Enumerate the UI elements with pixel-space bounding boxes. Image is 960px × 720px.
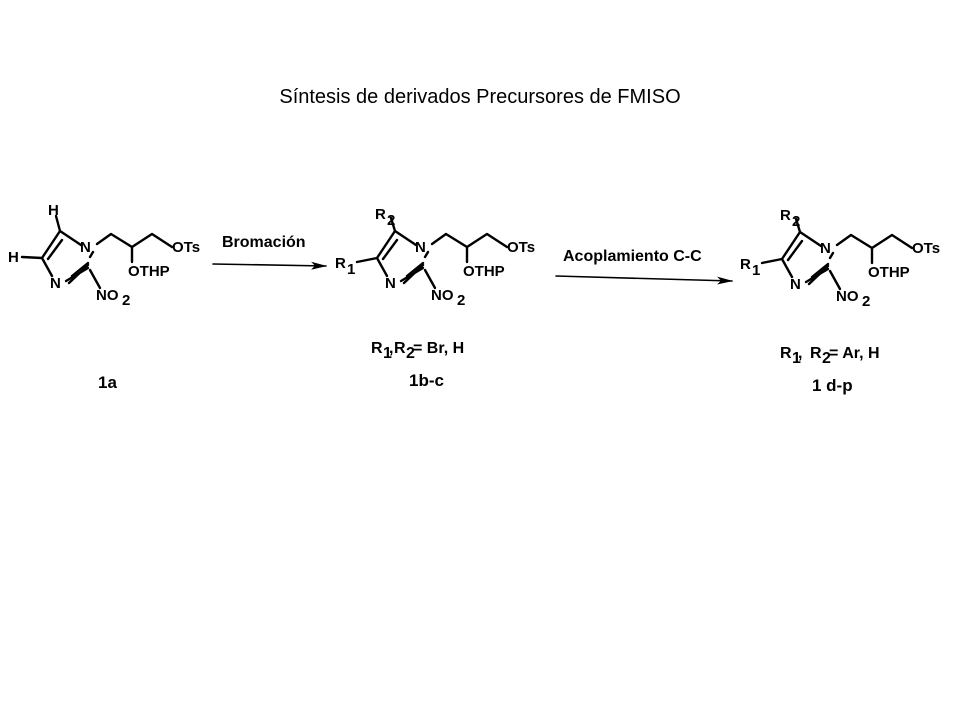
ring-double-bonds [381, 238, 425, 278]
ring-c2-n3 [64, 266, 90, 283]
substituent-def-sep: , [389, 340, 393, 357]
group-othp: OTHP [463, 263, 505, 280]
side-chain [835, 233, 914, 250]
ring-bonds [40, 229, 95, 285]
arrow-label-acoplamiento: Acoplamiento C-C [563, 248, 702, 265]
ring-bonds [375, 229, 430, 285]
atom-n1: N [820, 240, 831, 257]
atom-n1: N [80, 239, 91, 256]
group-no2-subscript: 2 [457, 292, 465, 309]
scheme-title: Síntesis de derivados Precursores de FMI… [279, 86, 681, 108]
substituent-r1: R [335, 255, 346, 272]
group-no2: NO [431, 287, 454, 304]
atom-n3: N [790, 276, 801, 293]
substituent-def-r2: R [394, 340, 406, 357]
substituent-r2-subscript: 2 [387, 212, 395, 229]
atom-n1: N [415, 239, 426, 256]
no2-bond [423, 268, 437, 290]
ring-c2-n3 [804, 267, 830, 284]
substituent-r1-subscript: 1 [752, 262, 760, 279]
reaction-arrow-2 [555, 275, 733, 285]
substituent-def-values: = Ar, H [829, 345, 880, 362]
group-ots: OTs [912, 240, 940, 257]
ring-c2-n3 [399, 266, 425, 283]
side-chain [95, 232, 174, 249]
substituent-r2: R [375, 206, 386, 223]
r-bonds [355, 216, 397, 264]
molecule-1b-c: N N R 2 R 1 OTs OTHP NO 2 R 1 , R 2 = Br… [335, 206, 535, 390]
ring-double-bonds [786, 239, 830, 279]
reaction-arrow-1 [212, 261, 327, 270]
molecule-1a: N N H H OTs OTHP NO 2 1a [8, 202, 200, 392]
substituent-def-r2-sub: 2 [406, 345, 415, 362]
compound-label-1b-c: 1b-c [409, 371, 444, 390]
substituent-def-sep: , [798, 345, 807, 362]
substituent-def-r1-sub: 1 [383, 345, 392, 362]
substituent-r1-subscript: 1 [347, 261, 355, 278]
group-no2-subscript: 2 [122, 292, 130, 309]
substituent-r2: R [780, 207, 791, 224]
compound-label-1d-p: 1 d-p [812, 376, 853, 395]
substituent-r2-subscript: 2 [792, 213, 800, 230]
no2-bond [88, 268, 102, 290]
group-ots: OTs [172, 239, 200, 256]
group-no2-subscript: 2 [862, 293, 870, 310]
group-no2: NO [836, 288, 859, 305]
atom-h5: H [48, 202, 59, 219]
substituent-def-r2-sub: 2 [822, 350, 831, 367]
group-othp: OTHP [868, 264, 910, 281]
molecule-1d-p: N N R 2 R 1 OTs OTHP NO 2 R 1 , R 2 = Ar… [740, 207, 940, 395]
group-othp: OTHP [128, 263, 170, 280]
r-bonds [760, 217, 802, 265]
atom-n3: N [385, 275, 396, 292]
group-ots: OTs [507, 239, 535, 256]
arrow-label-bromacion: Bromación [222, 234, 306, 251]
substituent-def-r1: R [371, 340, 383, 357]
substituent-def-r1: R [780, 345, 792, 362]
no2-bond [828, 269, 842, 291]
h-bond [20, 214, 62, 260]
substituent-def-r2: R [810, 345, 822, 362]
substituent-def-values: = Br, H [413, 340, 464, 357]
compound-label-1a: 1a [98, 373, 117, 392]
group-no2: NO [96, 287, 119, 304]
ring-bonds [780, 230, 835, 286]
atom-n3: N [50, 275, 61, 292]
substituent-r1: R [740, 256, 751, 273]
substituent-def-r1-sub: 1 [792, 350, 801, 367]
side-chain [430, 232, 509, 249]
atom-h4: H [8, 249, 19, 266]
ring-double-bonds [46, 238, 90, 278]
